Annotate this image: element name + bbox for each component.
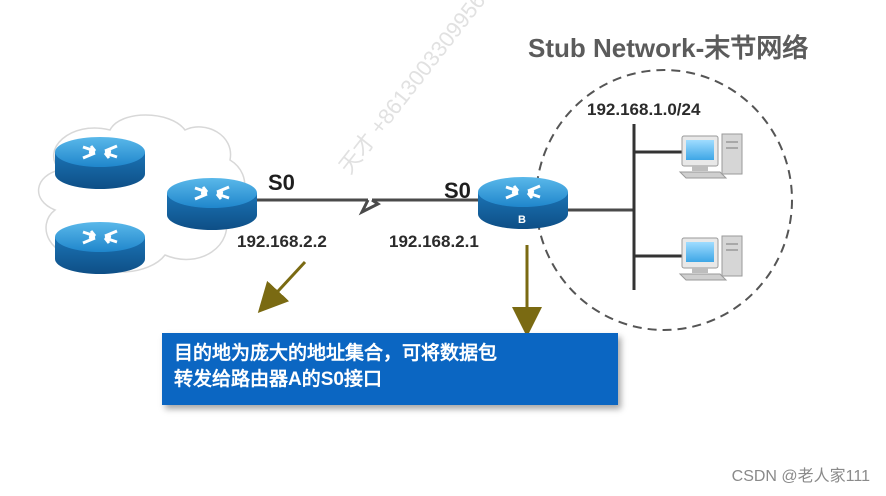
router-b-name: B (518, 214, 526, 226)
callout-line-2: 转发给路由器A的S0接口 (174, 369, 382, 390)
diagram-title: Stub Network-末节网络 (528, 33, 809, 63)
stub-subnet-label: 192.168.1.0/24 (587, 100, 701, 119)
serial-link (255, 198, 480, 216)
callout-box: 目的地为庞大的地址集合，可将数据包 转发给路由器A的S0接口 (162, 333, 618, 405)
router-cloud-bottom (55, 222, 145, 274)
pc-1-icon (678, 133, 743, 179)
callout-line-1: 目的地为庞大的地址集合，可将数据包 (174, 343, 498, 364)
router-b-interface-label: S0 (444, 178, 471, 203)
pc-2-icon (678, 235, 743, 281)
footer-credit: CSDN @老人家111 (731, 468, 870, 485)
router-a-interface-label: S0 (268, 170, 295, 195)
router-cloud-top (55, 137, 145, 189)
router-a (167, 178, 257, 230)
arrow-left-icon (257, 260, 307, 314)
router-a-ip-label: 192.168.2.2 (237, 232, 327, 251)
router-b (478, 177, 568, 229)
router-b-ip-label: 192.168.2.1 (389, 232, 479, 251)
